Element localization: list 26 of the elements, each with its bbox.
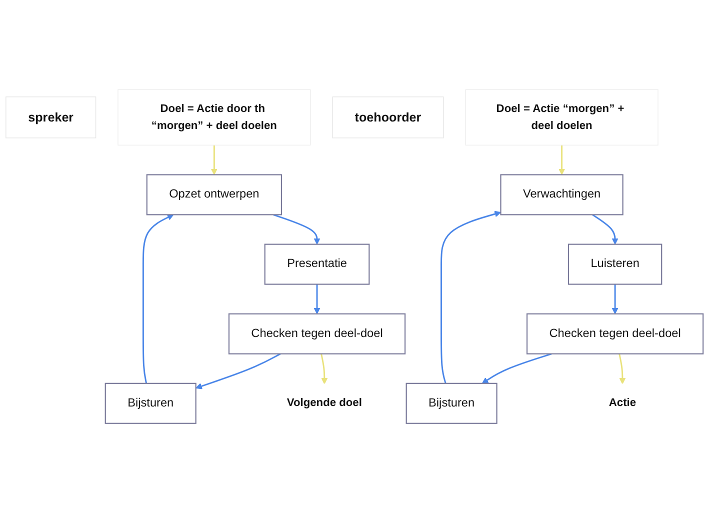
node-box: Presentatie xyxy=(264,244,370,285)
node-box: Doel = Actie “morgen” + deel doelen xyxy=(465,89,658,146)
arrow xyxy=(592,214,618,245)
arrow xyxy=(482,353,552,384)
node-box: spreker xyxy=(6,96,96,138)
node-box: Luisteren xyxy=(568,244,662,285)
arrow xyxy=(210,145,218,176)
node-box: Checken tegen deel-doel xyxy=(228,313,406,354)
node-box: Checken tegen deel-doel xyxy=(526,313,704,354)
arrow xyxy=(314,284,320,314)
node-box: Bijsturen xyxy=(406,382,498,424)
node-box: Opzet ontwerpen xyxy=(146,174,282,216)
arrow xyxy=(196,353,281,390)
node-box: toehoorder xyxy=(332,96,444,138)
arrow xyxy=(273,214,320,245)
node-box: Verwachtingen xyxy=(500,174,624,216)
arrow xyxy=(320,354,328,384)
node-text: Volgende doel xyxy=(286,396,362,410)
node-box: Doel = Actie door th “morgen” + deel doelen xyxy=(118,89,311,146)
arrow xyxy=(618,354,626,384)
arrow xyxy=(558,145,566,176)
node-text: Actie xyxy=(608,396,636,410)
arrow xyxy=(612,284,618,314)
node-box: Bijsturen xyxy=(104,382,196,424)
arrow xyxy=(440,210,502,384)
arrow xyxy=(142,214,174,384)
